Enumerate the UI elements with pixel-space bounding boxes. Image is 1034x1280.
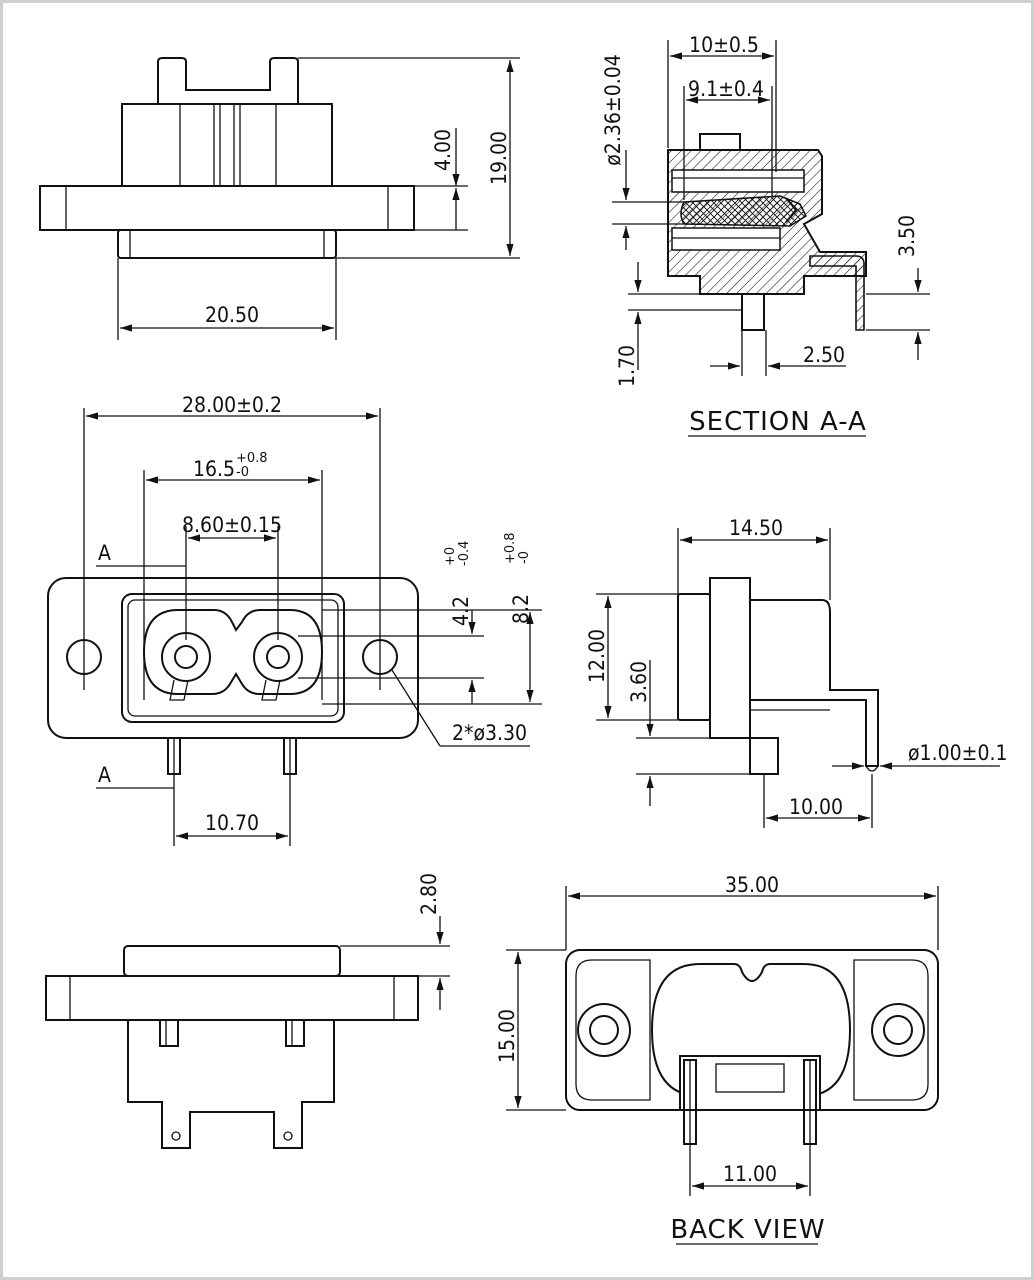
dim-side-3-6: 3.60 [627,661,651,703]
dim-back-35: 35.00 [725,873,779,897]
dim-top-20-5: 20.50 [205,303,259,327]
dim-sec-dia: ø2.36±0.04 [601,54,625,166]
dim-top-19: 19.00 [487,131,511,185]
dim-front-holes: 2*ø3.30 [452,721,527,745]
dim-front-10-7: 10.70 [205,811,259,835]
dim-front-16-5: 16.5 [193,457,235,481]
top-view: 19.00 4.00 20.50 [39,57,520,340]
side-view: 14.50 12.00 3.60 ø1.00±0.1 10.00 [585,516,1007,828]
dim-sec-3-5: 3.50 [895,215,919,257]
dim-front-16-5-tol-up: +0.8 [236,451,268,466]
section-a-a: 10±0.5 9.1±0.4 ø2.36±0.04 3.50 1.70 2.50… [601,33,930,437]
dim-sec-10: 10±0.5 [689,33,759,57]
dim-sec-2-5: 2.50 [803,343,845,367]
dim-front-8-2: 8.2 [509,594,533,624]
back-view: 35.00 15.00 11.00 BACK VIEW [495,873,939,1245]
section-mark-a-top: A [98,541,111,565]
dim-front-8-2-tol-lo: -0 [517,551,532,564]
dim-side-10: 10.00 [789,795,843,819]
dim-back-11: 11.00 [723,1162,777,1186]
dim-side-14-5: 14.50 [729,516,783,540]
section-title: SECTION A-A [689,407,867,437]
dim-back-15: 15.00 [495,1009,519,1063]
bottom-view: 2.80 [45,873,450,1149]
section-mark-a-bottom: A [98,763,111,787]
dim-bottom-2-8: 2.80 [417,873,441,915]
dim-sec-1-7: 1.70 [615,345,639,387]
front-view: 28.00±0.2 16.5 +0.8 -0 8.60±0.15 A A 4.2… [47,393,542,846]
dim-front-16-5-tol-lo: -0 [236,465,249,480]
dim-front-4-2: 4.2 [449,596,473,626]
dim-front-8-6: 8.60±0.15 [182,513,282,537]
back-view-title: BACK VIEW [670,1215,825,1245]
dim-top-4: 4.00 [431,129,455,171]
dim-sec-9-1: 9.1±0.4 [688,77,764,101]
dim-side-dia: ø1.00±0.1 [908,741,1007,765]
dim-front-8-2-tol-up: +0.8 [503,532,518,564]
dim-front-4-2-tol-lo: -0.4 [457,541,472,566]
dim-front-28: 28.00±0.2 [182,393,282,417]
dim-side-12: 12.00 [585,629,609,683]
dim-front-4-2-tol-up: +0 [443,547,458,566]
